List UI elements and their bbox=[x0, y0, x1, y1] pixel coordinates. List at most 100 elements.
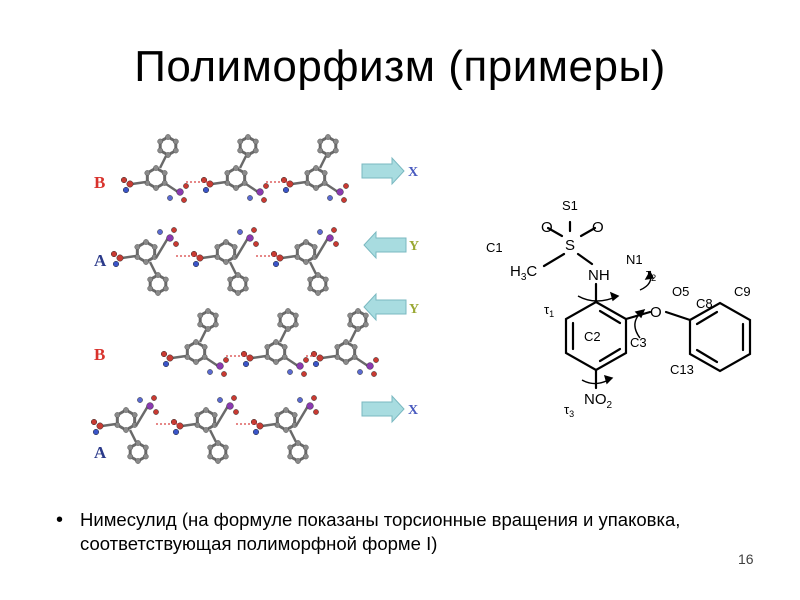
molecule-atom bbox=[237, 229, 243, 235]
molecule-atom bbox=[343, 183, 349, 189]
molecule-atom bbox=[242, 360, 250, 368]
molecule-atom bbox=[233, 165, 239, 171]
molecule-atom bbox=[373, 357, 379, 363]
group-no2: NO2 bbox=[584, 391, 613, 411]
molecule-bond bbox=[261, 422, 277, 428]
molecule-atom bbox=[227, 276, 234, 283]
molecule-atom bbox=[116, 254, 124, 262]
molecule-atom bbox=[303, 239, 309, 245]
molecule-bond bbox=[101, 422, 117, 428]
molecule-atom bbox=[322, 285, 329, 292]
molecule-atom bbox=[176, 422, 184, 430]
molecule-atom bbox=[127, 453, 134, 460]
molecule-atom bbox=[197, 312, 204, 319]
molecule-atom bbox=[286, 180, 294, 188]
molecule-atom bbox=[306, 402, 314, 410]
molecule-atom bbox=[237, 147, 244, 154]
molecule-atom bbox=[362, 321, 369, 328]
arrow-right-x-2: X bbox=[361, 394, 418, 424]
molecule-atom bbox=[274, 412, 281, 418]
molecule-atom bbox=[222, 453, 229, 460]
group-h3c: H3C bbox=[510, 263, 537, 283]
molecule-atom bbox=[193, 339, 199, 345]
molecule-atom bbox=[287, 453, 294, 460]
molecule-atom bbox=[242, 276, 249, 283]
molecule-atom bbox=[303, 357, 309, 363]
label-s1: S1 bbox=[562, 198, 578, 213]
molecule-bond bbox=[288, 429, 298, 443]
molecule-atom bbox=[246, 354, 254, 362]
molecule-atom bbox=[292, 321, 299, 328]
molecule-atom bbox=[212, 312, 219, 319]
molecule-atom bbox=[280, 176, 288, 184]
slide-title: Полиморфизм (примеры) bbox=[134, 42, 666, 91]
molecule-bond bbox=[308, 261, 318, 275]
molecule-atom bbox=[322, 276, 329, 283]
label-c13: C13 bbox=[670, 362, 694, 377]
molecule-bond bbox=[201, 254, 217, 260]
nimesulide-structural-formula: O S O H3C NH O NO2 S1 C1 N1 τ1 τ2 τ3 C2 … bbox=[486, 198, 752, 419]
molecule-atom bbox=[312, 360, 320, 368]
molecule-atom bbox=[167, 195, 173, 201]
phenyl-ring bbox=[688, 301, 752, 373]
molecule-atom bbox=[203, 407, 209, 413]
molecule-atom bbox=[142, 453, 149, 460]
molecule-atom bbox=[231, 395, 237, 401]
molecule-bond bbox=[234, 237, 250, 259]
molecule-atom bbox=[325, 152, 331, 158]
crystal-packing-figure: B A B A X Y Y X bbox=[90, 134, 419, 464]
molecule-bond bbox=[148, 261, 158, 275]
layer-label-b-1: B bbox=[94, 173, 105, 192]
molecule-atom bbox=[315, 272, 321, 278]
molecule-atom bbox=[273, 359, 279, 365]
molecule-atom bbox=[287, 369, 293, 375]
molecule-atom bbox=[347, 312, 354, 319]
molecule-atom bbox=[142, 444, 149, 451]
molecule-atom bbox=[221, 371, 227, 377]
bond-s-n bbox=[576, 252, 594, 266]
molecule-atom bbox=[256, 188, 264, 196]
molecule-bond bbox=[355, 356, 369, 368]
molecule-atom bbox=[313, 185, 319, 191]
layer-label-b-2: B bbox=[94, 345, 105, 364]
molecule-atom bbox=[155, 290, 161, 296]
molecule-atom bbox=[317, 147, 324, 154]
hydrogen-bonds bbox=[156, 181, 318, 425]
molecule-atom bbox=[201, 344, 208, 350]
molecule-atom bbox=[233, 185, 239, 191]
molecule-atom bbox=[295, 440, 301, 446]
molecule-atom bbox=[96, 422, 104, 430]
molecule-atom bbox=[155, 272, 161, 278]
arrow-label-y-1: Y bbox=[409, 239, 419, 254]
molecule-atom bbox=[200, 176, 208, 184]
molecule-atom bbox=[162, 360, 170, 368]
molecule-atom bbox=[205, 308, 211, 314]
molecule-atom bbox=[316, 354, 324, 362]
ring-double-bond-2 bbox=[598, 309, 622, 325]
molecule-atom bbox=[143, 239, 149, 245]
molecule-bond bbox=[121, 254, 137, 260]
molecule-atom bbox=[304, 170, 311, 176]
molecule-atom bbox=[172, 428, 180, 436]
molecule-atom bbox=[276, 254, 284, 262]
molecule-atom bbox=[263, 183, 269, 189]
molecule-atom bbox=[333, 241, 339, 247]
molecule-atom bbox=[112, 260, 120, 268]
molecule-bond bbox=[318, 155, 328, 169]
molecule-atom bbox=[215, 440, 221, 446]
molecule-atom bbox=[347, 321, 354, 328]
bullet-text: Нимесулид (на формуле показаны торсионны… bbox=[80, 509, 681, 554]
molecule-atom bbox=[303, 259, 309, 265]
torsion-arrows bbox=[577, 270, 655, 385]
molecule-atom bbox=[153, 409, 159, 415]
molecule-atom bbox=[172, 138, 179, 145]
molecule-atom bbox=[135, 458, 141, 464]
molecule-atom bbox=[317, 229, 323, 235]
molecule-atom bbox=[157, 229, 163, 235]
molecule-atom bbox=[235, 290, 241, 296]
molecule-atom bbox=[325, 134, 331, 140]
molecule-atom bbox=[216, 362, 224, 370]
molecule-atom bbox=[207, 444, 214, 451]
label-c2: C2 bbox=[584, 329, 601, 344]
molecule-bond bbox=[181, 422, 197, 428]
